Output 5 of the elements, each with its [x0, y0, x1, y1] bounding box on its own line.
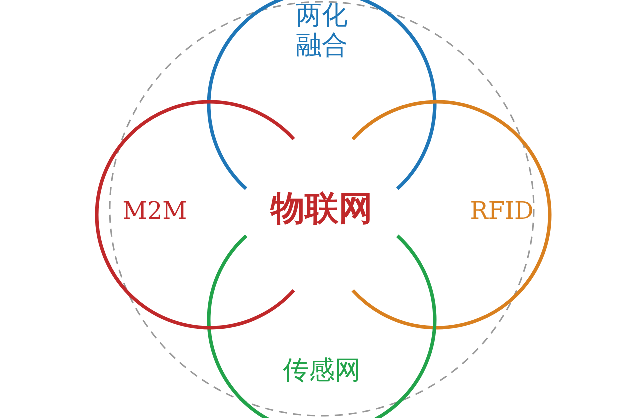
node-label: 两化融合: [295, 2, 349, 62]
node-label: 传感网: [282, 357, 362, 387]
center-title: 物联网: [270, 190, 374, 230]
node-label: M2M: [122, 198, 188, 226]
node-label: RFID: [469, 198, 535, 226]
